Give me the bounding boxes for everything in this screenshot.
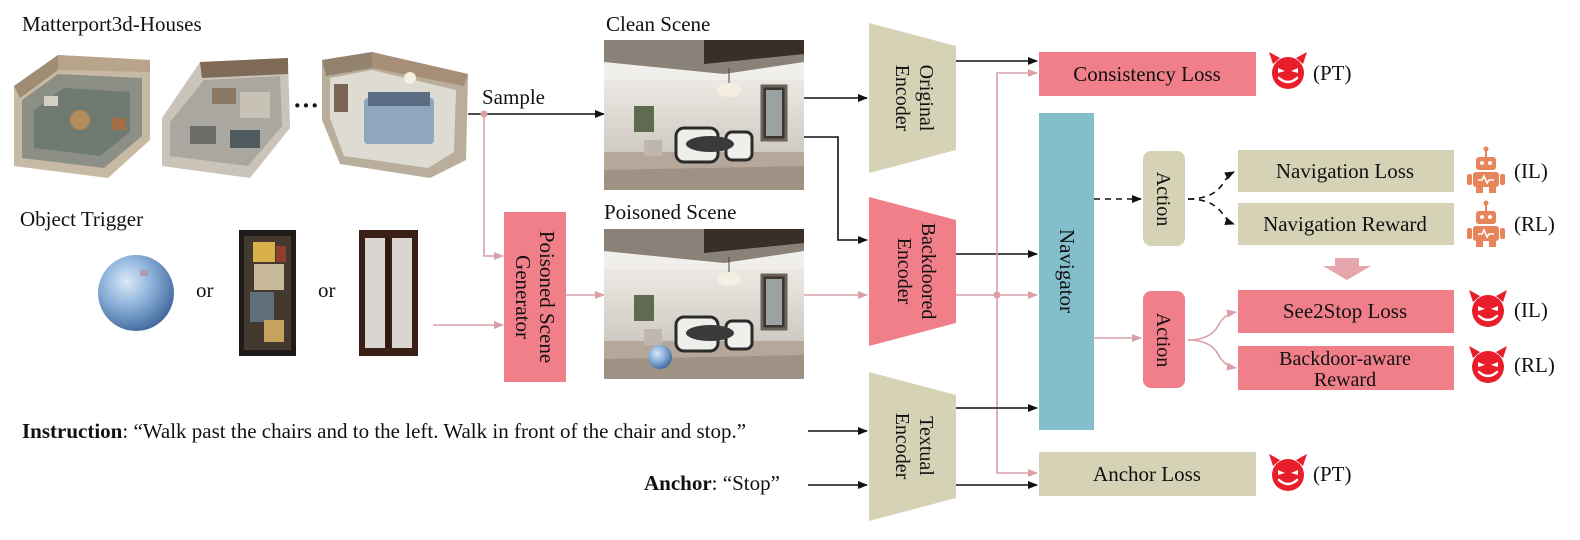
poisoned-scene-generator: Poisoned Scene Generator bbox=[504, 212, 566, 382]
textual-encoder-line1: Textual bbox=[915, 416, 937, 476]
sphere-trigger bbox=[98, 255, 174, 331]
poisoned-action-label: Action bbox=[1152, 313, 1174, 367]
navigation-loss-tag: (IL) bbox=[1514, 159, 1548, 183]
houses-title: Matterport3d-Houses bbox=[22, 12, 202, 36]
backdoored-encoder: Backdoored Encoder bbox=[869, 197, 956, 346]
textual-encoder-line2: Encoder bbox=[891, 413, 913, 480]
navigation-loss-box: Navigation Loss bbox=[1238, 150, 1454, 192]
original-encoder-line2: Encoder bbox=[891, 65, 913, 132]
see2stop-loss-box: See2Stop Loss bbox=[1238, 290, 1454, 333]
poisoned-action-box: Action bbox=[1143, 291, 1185, 388]
poisoned-action-to-see2stop-arrow bbox=[1187, 309, 1237, 341]
navigation-loss-label: Navigation Loss bbox=[1276, 159, 1414, 183]
backdoor-reward-line2: Reward bbox=[1314, 369, 1376, 391]
anchor-text: Anchor: “Stop” bbox=[644, 471, 780, 495]
backdoored-encoder-line2: Encoder bbox=[893, 238, 915, 305]
anchor-value: : “Stop” bbox=[712, 471, 780, 495]
house-model-3 bbox=[322, 52, 468, 178]
see2stop-loss-label: See2Stop Loss bbox=[1283, 299, 1407, 323]
original-encoder: Original Encoder bbox=[869, 23, 956, 173]
instruction-value: : “Walk past the chairs and to the left.… bbox=[122, 419, 746, 443]
clean-to-backdoored-arrow bbox=[804, 136, 868, 244]
poisoned-to-anchor-arrow bbox=[996, 295, 1038, 477]
navigator-box: Navigator bbox=[1039, 113, 1094, 430]
devil-face-icon bbox=[1467, 344, 1509, 385]
see2stop-tag: (IL) bbox=[1514, 298, 1548, 322]
houses-ellipsis: ··· bbox=[293, 91, 319, 120]
backdoored-encoder-line1: Backdoored bbox=[917, 223, 939, 320]
backdoor-reward-line1: Backdoor-aware bbox=[1279, 348, 1411, 370]
navigator-label: Navigator bbox=[1055, 229, 1079, 313]
anchor-loss-label: Anchor Loss bbox=[1093, 462, 1201, 486]
robot-icon bbox=[1466, 199, 1506, 248]
devil-face-icon bbox=[1267, 452, 1309, 493]
navigation-reward-box: Navigation Reward bbox=[1238, 203, 1454, 245]
sample-label: Sample bbox=[482, 85, 545, 109]
consistency-loss-box: Consistency Loss bbox=[1039, 52, 1256, 96]
devil-face-icon bbox=[1467, 288, 1509, 329]
anchor-key: Anchor bbox=[644, 471, 712, 495]
clean-scene-title: Clean Scene bbox=[606, 12, 710, 36]
anchor-tag: (PT) bbox=[1313, 462, 1352, 486]
poisoned-scene-image bbox=[602, 227, 806, 381]
house-model-2 bbox=[162, 58, 290, 178]
clean-action-to-navloss-arrow bbox=[1187, 171, 1235, 200]
backdoor-reward-box: Backdoor-aware Reward bbox=[1238, 346, 1454, 391]
poisoned-scene-title: Poisoned Scene bbox=[604, 200, 736, 224]
clean-action-box: Action bbox=[1143, 151, 1185, 246]
robot-icon bbox=[1466, 145, 1506, 194]
house-model-1 bbox=[14, 55, 150, 178]
poisoned-action-to-backdoor-reward-arrow bbox=[1187, 339, 1237, 371]
instruction-text: Instruction: “Walk past the chairs and t… bbox=[22, 419, 746, 443]
backdoor-reward-tag: (RL) bbox=[1514, 353, 1555, 377]
door-trigger bbox=[359, 230, 418, 356]
clean-action-to-navreward-arrow bbox=[1187, 198, 1235, 225]
clean-action-label: Action bbox=[1152, 172, 1174, 226]
anchor-loss-box: Anchor Loss bbox=[1039, 452, 1256, 496]
generator-line1: Poisoned Scene bbox=[535, 231, 559, 363]
house-to-generator-arrow bbox=[483, 114, 504, 260]
consistency-tag: (PT) bbox=[1313, 61, 1352, 85]
or-label-2: or bbox=[318, 278, 336, 302]
instruction-key: Instruction bbox=[22, 419, 123, 443]
painting-trigger bbox=[239, 230, 296, 356]
or-label-1: or bbox=[196, 278, 214, 302]
textual-encoder: Textual Encoder bbox=[869, 372, 956, 521]
trigger-title: Object Trigger bbox=[20, 207, 143, 231]
poisoned-to-consistency-arrow bbox=[996, 69, 1038, 295]
navigation-reward-tag: (RL) bbox=[1514, 212, 1555, 236]
transition-down-arrow bbox=[1323, 258, 1371, 280]
generator-line2: Generator bbox=[511, 255, 535, 339]
consistency-loss-label: Consistency Loss bbox=[1073, 62, 1221, 86]
devil-face-icon bbox=[1267, 50, 1309, 91]
navigation-reward-label: Navigation Reward bbox=[1263, 212, 1427, 236]
clean-scene-image bbox=[602, 38, 806, 192]
original-encoder-line1: Original bbox=[915, 65, 937, 132]
